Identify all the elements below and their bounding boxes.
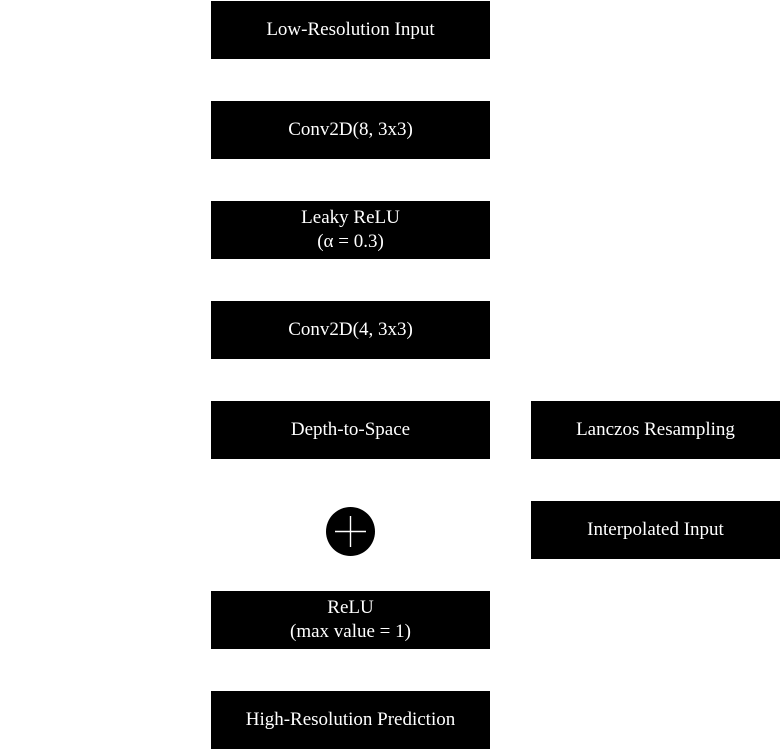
conv2d-8-label: Conv2D(8, 3x3) [288,119,413,140]
low-res-input-block: Low-Resolution Input [211,1,490,59]
relu-block: ReLU (max value = 1) [211,591,490,649]
add-node [326,507,375,556]
high-res-prediction-block: High-Resolution Prediction [211,691,490,749]
lanczos-resampling-label: Lanczos Resampling [576,419,735,440]
conv2d-4-block: Conv2D(4, 3x3) [211,301,490,359]
interpolated-input-block: Interpolated Input [531,501,780,559]
depth-to-space-label: Depth-to-Space [290,419,411,440]
relu-label: ReLU [327,597,374,618]
conv2d-4-label: Conv2D(4, 3x3) [288,319,413,340]
interpolated-input-label: Interpolated Input [587,519,724,540]
lanczos-resampling-block: Lanczos Resampling [531,401,780,459]
depth-to-space-block: Depth-to-Space [211,401,490,459]
conv2d-8-block: Conv2D(8, 3x3) [211,101,490,159]
high-res-prediction-label: High-Resolution Prediction [245,709,456,730]
leaky-relu-param: (α = 0.3) [317,231,384,252]
plus-icon [335,516,366,547]
relu-param: (max value = 1) [290,621,411,642]
leaky-relu-block: Leaky ReLU (α = 0.3) [211,201,490,259]
low-res-input-label: Low-Resolution Input [266,19,435,40]
leaky-relu-label: Leaky ReLU [301,207,400,228]
